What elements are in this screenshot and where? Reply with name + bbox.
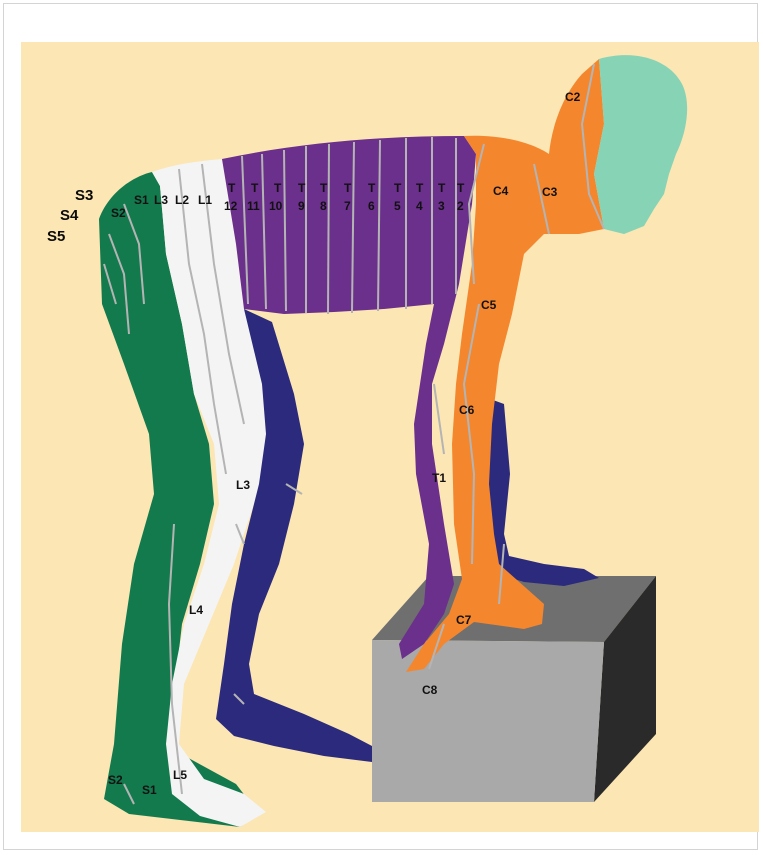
label-t7: 7 bbox=[344, 199, 351, 213]
label-s1: S1 bbox=[134, 193, 149, 207]
label-c5: C5 bbox=[481, 298, 497, 312]
label-s5: S5 bbox=[47, 228, 65, 245]
label-t9-letter: T bbox=[298, 181, 306, 195]
label-t5-letter: T bbox=[394, 181, 402, 195]
label-c3: C3 bbox=[542, 185, 558, 199]
label-t8: 8 bbox=[320, 199, 327, 213]
label-c4: C4 bbox=[493, 184, 509, 198]
label-t3: 3 bbox=[438, 199, 445, 213]
label-l5: L5 bbox=[173, 768, 187, 782]
label-c8: C8 bbox=[422, 683, 438, 697]
label-s1-foot: S1 bbox=[142, 783, 157, 797]
label-l3-leg: L3 bbox=[236, 478, 250, 492]
label-t2-letter: T bbox=[457, 181, 465, 195]
figure-frame: C2 C3 C4 C5 C6 C7 C8 T1 T 12 T 11 T 10 T… bbox=[3, 3, 758, 850]
label-l4: L4 bbox=[189, 603, 203, 617]
label-t4: 4 bbox=[416, 199, 423, 213]
label-t10-letter: T bbox=[274, 181, 282, 195]
label-t6: 6 bbox=[368, 199, 375, 213]
label-t10: 10 bbox=[269, 199, 283, 213]
label-s3: S3 bbox=[75, 187, 93, 204]
box-front bbox=[372, 640, 604, 802]
label-t9: 9 bbox=[298, 199, 305, 213]
label-t12-letter: T bbox=[228, 181, 236, 195]
label-l2: L2 bbox=[175, 193, 189, 207]
label-c2: C2 bbox=[565, 90, 581, 104]
label-l1: L1 bbox=[198, 193, 212, 207]
label-t2: 2 bbox=[457, 199, 464, 213]
label-s2-foot: S2 bbox=[108, 773, 123, 787]
label-l3: L3 bbox=[154, 193, 168, 207]
label-t7-letter: T bbox=[344, 181, 352, 195]
label-t4-letter: T bbox=[416, 181, 424, 195]
label-t11: 11 bbox=[247, 199, 260, 213]
label-t1: T1 bbox=[432, 471, 446, 485]
label-t8-letter: T bbox=[320, 181, 328, 195]
label-c6: C6 bbox=[459, 403, 475, 417]
label-s4: S4 bbox=[60, 207, 79, 224]
label-t5: 5 bbox=[394, 199, 401, 213]
label-s2: S2 bbox=[111, 206, 126, 220]
label-t12: 12 bbox=[224, 199, 238, 213]
label-t11-letter: T bbox=[251, 181, 259, 195]
label-t6-letter: T bbox=[368, 181, 376, 195]
label-t3-letter: T bbox=[438, 181, 446, 195]
dermatome-figure: C2 C3 C4 C5 C6 C7 C8 T1 T 12 T 11 T 10 T… bbox=[4, 4, 759, 851]
label-c7: C7 bbox=[456, 613, 472, 627]
